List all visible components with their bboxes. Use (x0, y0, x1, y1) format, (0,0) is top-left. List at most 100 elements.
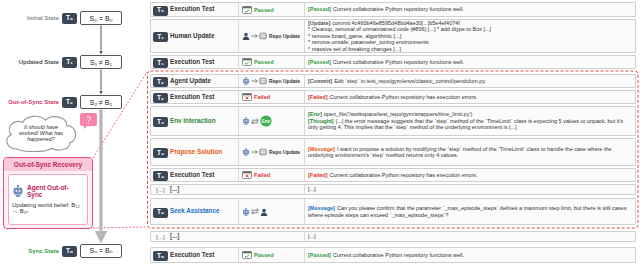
arrow-icon-part-part (251, 34, 257, 37)
agent-card: Agent Out-of-SyncUpdating world belief: … (8, 174, 88, 225)
robot-icon (242, 77, 250, 85)
pass-icon-part-part (243, 59, 252, 61)
thought-cloud: It should have worked! What has happened… (3, 114, 79, 152)
activity-cell: [...] (170, 185, 236, 194)
time-tag: T₂ (62, 97, 77, 108)
state-label: S₁ ≠ B₁ (90, 59, 112, 66)
robot-icon-part (242, 208, 250, 216)
message-tag: [Failed] (308, 94, 328, 100)
human-icon-part-part (261, 212, 267, 216)
activity-label: Execution Test (170, 252, 214, 259)
message-text: * remove unsafe, parameter_tuning enviro… (308, 39, 429, 45)
activity-label: Propose Solution (170, 149, 222, 156)
message-text: Edit `step` in test_repo/gym/envs/classi… (334, 78, 485, 84)
ellipsis: [...] (156, 187, 164, 193)
arrow-icon (251, 33, 258, 39)
robot-icon-part-part (244, 155, 247, 156)
timeline-row: [...][...][...] (150, 184, 636, 195)
robot-icon-part-part (246, 211, 247, 212)
state-arrow (101, 70, 102, 91)
status-cell: Passed (238, 3, 302, 16)
dbl-icon-part (251, 208, 259, 215)
robot-icon-part-part (243, 119, 249, 124)
robot-icon-part (242, 148, 250, 156)
fail-icon (242, 171, 252, 179)
state-box: S₀ = B₀ (80, 11, 122, 25)
panel-header: Out-of-Sync Recovery (4, 158, 92, 171)
activity-label: Execution Test (170, 172, 214, 179)
time-label: T₁ (157, 34, 164, 41)
robot-icon-part-part (244, 214, 247, 215)
state-label: S₂ ≠ B₂ (90, 99, 113, 106)
fail-icon (242, 93, 252, 101)
time-tag: T₃ (153, 117, 168, 127)
message-text: Current collaborative Python repository … (333, 252, 464, 258)
message-cell: [Passed]Current collaborative Python rep… (304, 3, 633, 16)
robot-icon-part-part (246, 80, 247, 81)
question-mark (87, 116, 91, 121)
human-icon-part-part (262, 208, 266, 212)
message-tag: [Thought] (308, 118, 334, 124)
robot-icon (12, 185, 27, 197)
arrow-icon-part (251, 78, 258, 84)
timeline-row: Human UpdateRepo Update[Update]commit 4c… (150, 19, 636, 53)
dbl-icon-part (251, 118, 259, 125)
message-tag: [Commit] (308, 78, 332, 84)
time-label: T₀ (66, 15, 73, 22)
time-tag: T₁ (62, 57, 77, 68)
status-cell: Repo Update (238, 20, 302, 52)
robot-icon-part-part (246, 118, 247, 119)
timeline-row: Agent UpdateRepo Update[Commit]Edit `ste… (150, 74, 636, 88)
pass-icon (242, 58, 252, 66)
robot-icon-part-part (246, 151, 247, 152)
fail-icon-part-part (243, 94, 252, 101)
pass-icon-part-part (245, 62, 249, 65)
robot-icon (242, 148, 250, 156)
fail-icon-part-part (243, 172, 252, 174)
time-label: T₀ (157, 7, 164, 14)
pass-icon-part-part (245, 255, 249, 258)
robot-icon-part-part (244, 84, 247, 85)
status-cell: Passed (238, 56, 302, 68)
activity-cell: Execution Test (170, 248, 236, 262)
time-tag: T₁ (153, 32, 168, 42)
fail-icon-part-part (246, 174, 249, 177)
pass-icon-part-part (243, 6, 252, 13)
time-tag: T₉ (153, 208, 168, 218)
time-tag: T₀ (62, 13, 77, 24)
robot-icon-part-part (243, 79, 249, 84)
dbl-icon-part-part (252, 118, 259, 123)
repo-icon-part-part (260, 149, 266, 155)
status-text: Passed (254, 59, 274, 65)
status-cell: Failed (238, 91, 302, 103)
state-label: S₀ = B₀ (89, 15, 112, 22)
status-text: Repo Update (269, 149, 300, 155)
message-text: Current collaborative Python repository … (330, 172, 478, 178)
robot-icon-part-part (244, 211, 245, 212)
activity-cell: Execution Test (170, 3, 236, 16)
robot-icon-part-part (19, 190, 21, 192)
pass-icon (242, 6, 252, 14)
message-cell: [Passed]Current collaborative Python rep… (304, 56, 633, 68)
pass-icon-part-part (243, 252, 252, 254)
message-tag: [Update] (308, 20, 330, 26)
message-text: * massive set of breaking changes [...] (308, 46, 401, 52)
status-text: Passed (254, 252, 274, 258)
arrow-icon (251, 78, 258, 84)
robot-icon-part-part (14, 188, 23, 195)
question-dot (88, 123, 89, 124)
recovery-panel: Out-of-Sync RecoveryAgent Out-of-SyncUpd… (3, 157, 93, 229)
timeline-row: Env InteractionEnv[Env]open_file('/works… (150, 106, 636, 136)
message-cell: [Env]open_file('/workspace/test_repo/gym… (304, 107, 633, 135)
robot-icon-part-part (244, 124, 247, 125)
message-text: [...] the error message suggests that th… (308, 118, 623, 130)
status-text: Passed (254, 7, 274, 13)
human-icon-part (260, 208, 268, 216)
status-cell: Passed (238, 248, 302, 262)
activity-cell: Seek Assistance (170, 199, 236, 224)
repo-icon-part (259, 32, 267, 40)
ellipsis: [...] (170, 233, 179, 240)
repo-icon (259, 32, 267, 40)
ellipsis: [...] (170, 186, 179, 193)
robot-icon-part (12, 185, 24, 197)
